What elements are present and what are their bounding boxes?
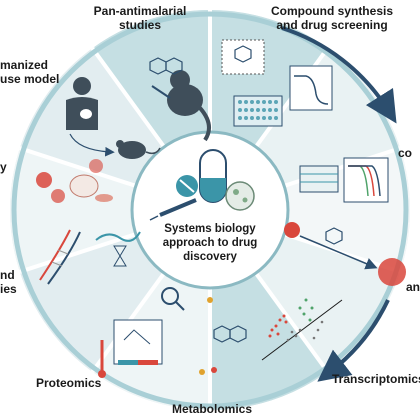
label-line: nd <box>0 268 15 282</box>
humanized-arrow <box>69 133 115 157</box>
pill-icon <box>199 149 227 203</box>
label-line: manized <box>0 58 49 72</box>
volcano-plot-icon <box>261 298 343 361</box>
label-compound-synthesis: Compound synthesis and drug screening <box>262 4 402 32</box>
dna-helix-icon <box>39 229 81 285</box>
tablet-icon <box>176 175 198 197</box>
center-title: Systems biology approach to drug discove… <box>150 222 270 264</box>
center-title-line: discovery <box>183 251 237 263</box>
label-line: Pan-antimalarial <box>93 4 187 18</box>
syringe-icon-small <box>151 85 171 99</box>
syringe-icon <box>149 198 197 221</box>
label-line: Metabolomics <box>172 402 253 416</box>
label-line: and drug screening <box>276 18 388 32</box>
label-line: ies <box>0 282 17 296</box>
well-plate-icon <box>233 95 283 127</box>
label-left-lower: nd ies <box>0 268 17 296</box>
label-proteomics: Proteomics <box>36 376 101 390</box>
label-line: y <box>0 160 7 174</box>
label-line: use model <box>0 72 60 86</box>
label-line: Transcriptomics <box>332 372 420 386</box>
cycle-band <box>11 11 409 409</box>
label-line: studies <box>118 18 161 32</box>
cycle-arrow-lower-right <box>317 299 390 382</box>
blood-cells-icon <box>36 159 113 203</box>
gene-strand-icon <box>95 231 141 242</box>
metabolite-molecule-icon <box>199 297 247 375</box>
wedge-left-lower <box>10 148 211 272</box>
thermometer-icon <box>98 340 106 378</box>
label-line: co <box>398 146 413 160</box>
magnifier-icon <box>161 287 185 311</box>
label-right-upper: co <box>398 146 412 160</box>
molecule-diagram-icon <box>221 39 265 75</box>
multi-curve-chart-icon <box>343 157 389 203</box>
center-title-line: Systems biology <box>164 223 256 235</box>
infected-cell-icon <box>284 222 406 286</box>
human-figure-icon <box>66 77 98 130</box>
hourglass-icon <box>113 245 127 267</box>
center-title-line: approach to drug <box>162 237 258 249</box>
label-transcriptomics: Transcriptomics <box>332 372 420 386</box>
monkey-icon <box>167 70 211 142</box>
label-line: Proteomics <box>36 376 102 390</box>
label-line: an <box>406 280 420 294</box>
screening-plate-icon <box>299 165 339 193</box>
label-humanized-mouse: manized use model <box>0 58 59 86</box>
label-line: Compound synthesis <box>270 4 393 18</box>
label-right-lower: an <box>406 280 420 294</box>
label-left-middle: y <box>0 160 7 174</box>
label-pan-antimalarial: Pan-antimalarial studies <box>80 4 200 32</box>
mouse-icon <box>116 140 161 159</box>
molecule-icon-top <box>149 57 183 75</box>
parasite-cell-icon <box>225 181 255 211</box>
proteomics-chart-icon <box>113 319 163 365</box>
dose-response-curve-icon <box>289 65 333 111</box>
cycle-arrow-top-right <box>281 26 397 124</box>
label-metabolomics: Metabolomics <box>172 402 252 416</box>
